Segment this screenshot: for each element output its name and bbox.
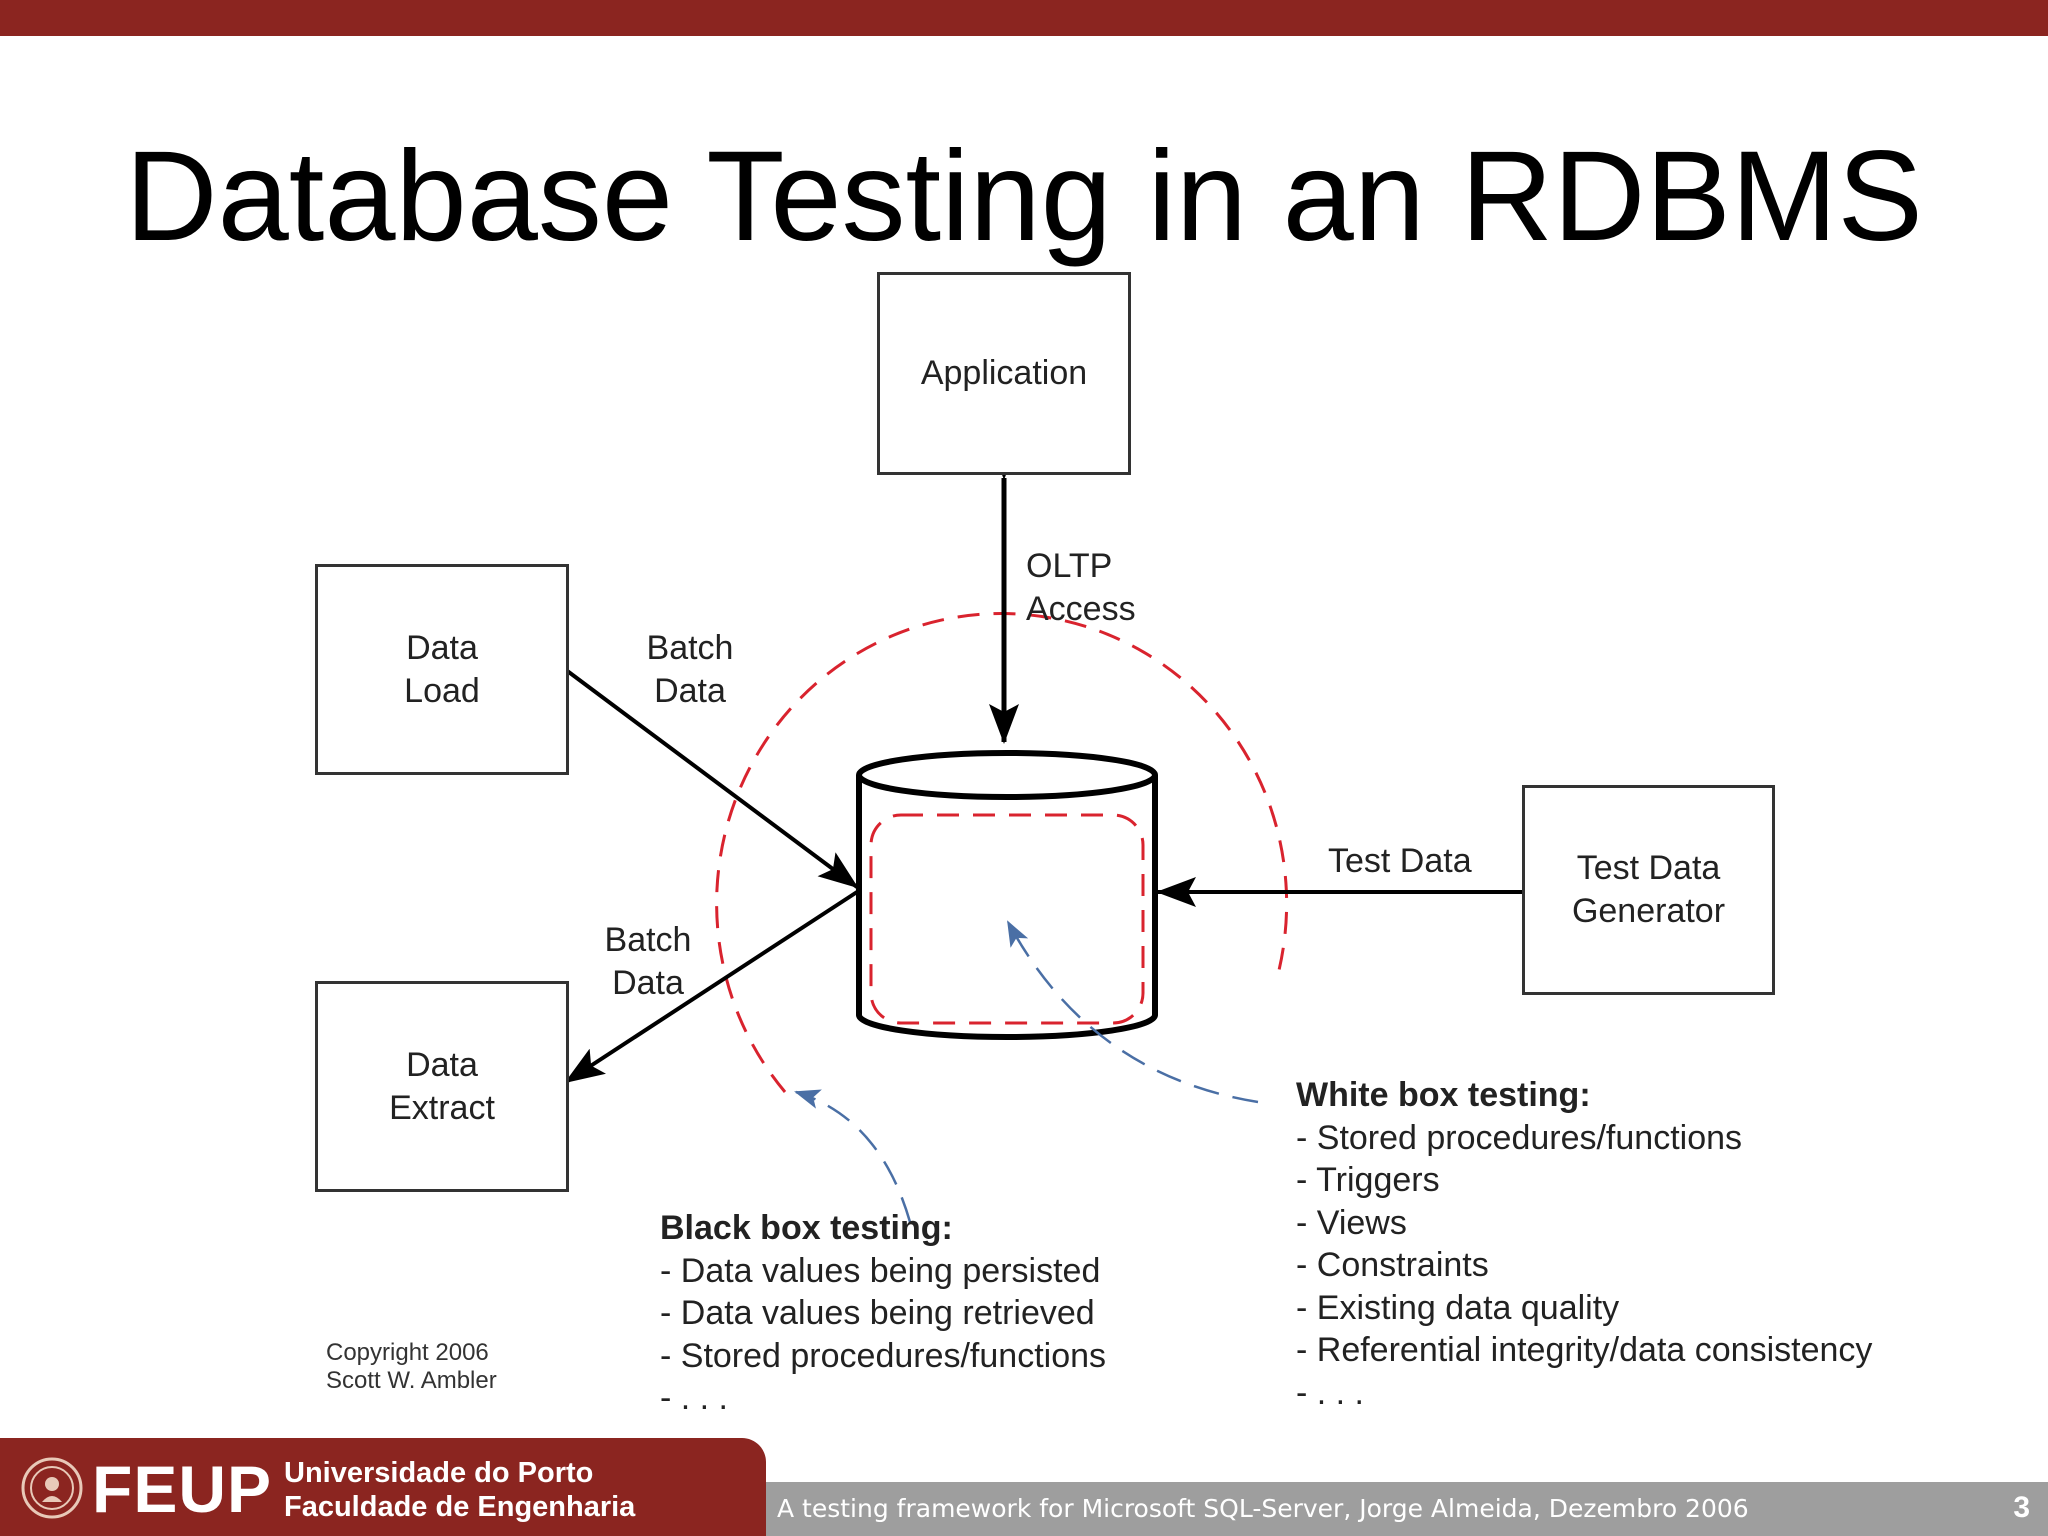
database-cylinder — [856, 750, 1158, 1040]
black-box-item: - . . . — [660, 1379, 728, 1417]
white-box-testing-notes: White box testing: - Stored procedures/f… — [1296, 1074, 1872, 1414]
slide-title: Database Testing in an RDBMS — [125, 125, 1923, 268]
white-box-item: - Referential integrity/data consistency — [1296, 1331, 1873, 1369]
top-accent-bar — [0, 0, 2048, 36]
black-box-pointer-arrow — [794, 1089, 912, 1223]
batch-data-in-arrow — [564, 668, 859, 889]
white-box-item: - Constraints — [1296, 1246, 1489, 1284]
test-data-generator-box: Test Data Generator — [1522, 785, 1775, 995]
footer-caption: A testing framework for Microsoft SQL-Se… — [777, 1494, 1749, 1523]
white-box-heading: White box testing: — [1296, 1076, 1591, 1114]
black-box-boundary-arc — [715, 612, 1289, 1093]
data-extract-box: Data Extract — [315, 981, 569, 1192]
feup-logo-text: FEUP — [92, 1452, 273, 1526]
white-box-item: - . . . — [1296, 1373, 1364, 1412]
slide-footer: FEUP Universidade do Porto Faculdade de … — [0, 1438, 2048, 1536]
data-load-box: Data Load — [315, 564, 569, 775]
copyright-author: Scott W. Ambler — [326, 1367, 497, 1394]
oltp-access-label: OLTP Access — [1026, 547, 1136, 628]
copyright-note: Copyright 2006 Scott W. Ambler — [326, 1339, 497, 1395]
white-box-item: - Views — [1296, 1203, 1407, 1242]
application-box: Application — [877, 272, 1131, 475]
white-box-pointer-arrow — [1006, 920, 1259, 1104]
page-number: 3 — [2013, 1491, 2030, 1524]
white-box-item: - Triggers — [1296, 1161, 1440, 1199]
university-name: Universidade do Porto — [284, 1457, 594, 1489]
university-seal-icon — [21, 1457, 83, 1519]
white-box-item: - Existing data quality — [1296, 1288, 1620, 1327]
white-box-item: - Stored procedures/functions — [1296, 1118, 1743, 1157]
batch-data-out-arrow — [564, 890, 859, 1084]
faculty-name: Faculdade de Engenharia — [284, 1491, 636, 1523]
black-box-item: - Data values being persisted — [660, 1251, 1101, 1290]
footer-brand-panel: FEUP Universidade do Porto Faculdade de … — [0, 1438, 766, 1536]
copyright-line: Copyright 2006 — [326, 1339, 489, 1366]
black-box-item: - Data values being retrieved — [660, 1294, 1095, 1332]
batch-data-out-label: Batch Data — [604, 921, 692, 1002]
batch-data-in-label: Batch Data — [646, 629, 734, 710]
black-box-heading: Black box testing: — [660, 1209, 953, 1247]
black-box-item: - Stored procedures/functions — [660, 1336, 1107, 1375]
black-box-testing-notes: Black box testing: - Data values being p… — [660, 1207, 1106, 1420]
white-box-boundary — [869, 813, 1145, 1025]
test-data-label: Test Data — [1328, 842, 1472, 880]
